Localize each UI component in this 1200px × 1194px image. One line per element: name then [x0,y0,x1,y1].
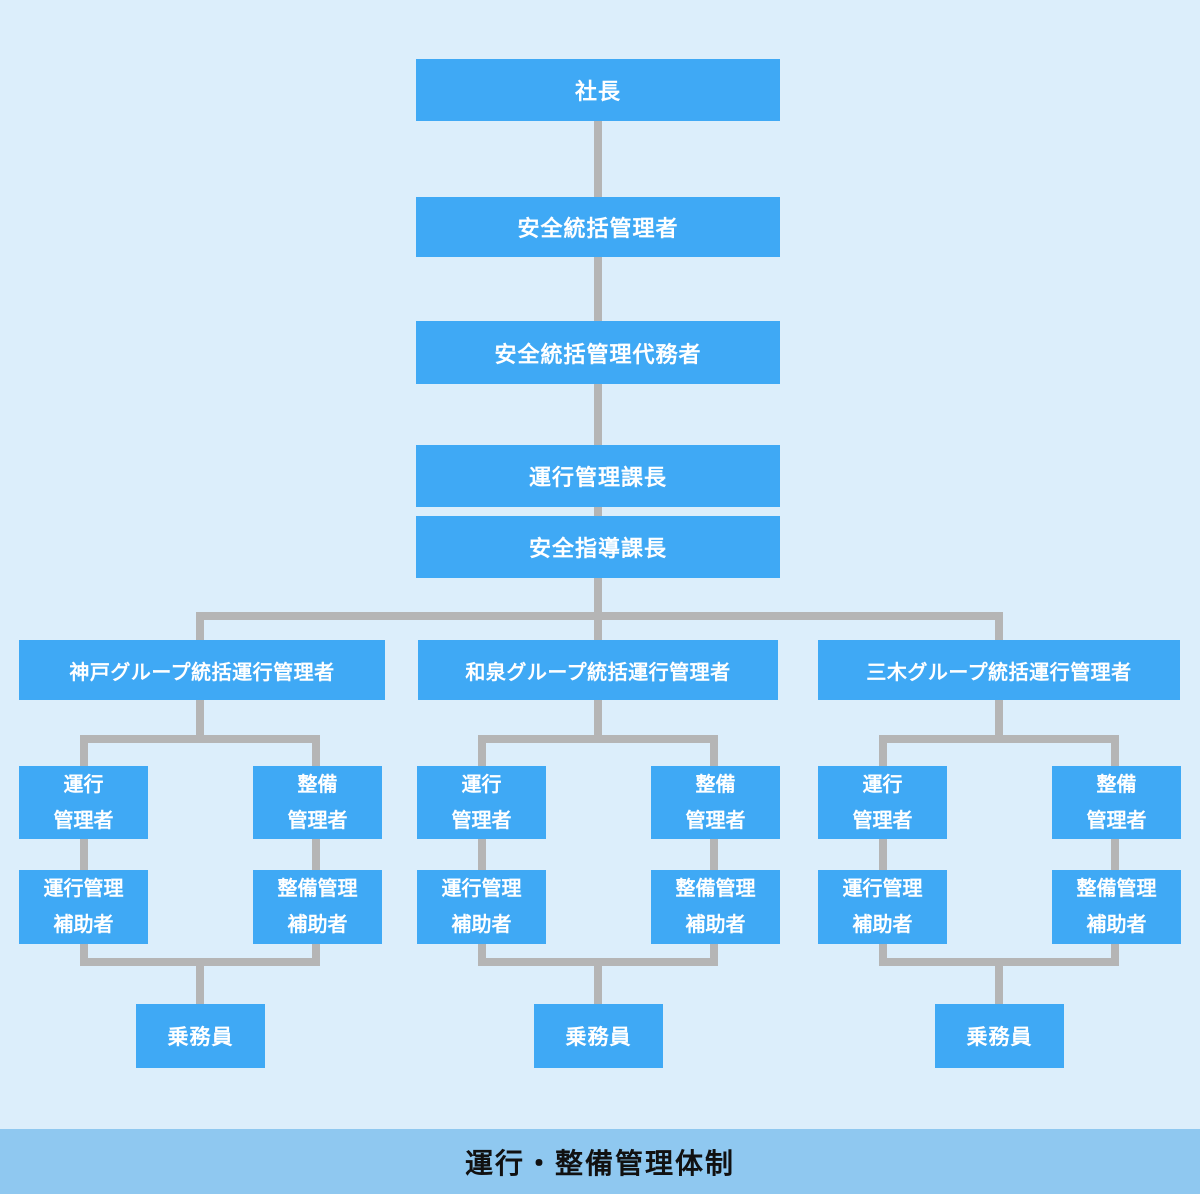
connector-kobe-drop-top [196,612,204,648]
connector-kobe-left-column [80,735,88,966]
connector-izumi-crew-drop [594,958,602,1008]
node-safety-general-manager: 安全統括管理者 [416,197,780,257]
connector-izumi-drop-top [594,612,602,648]
connector-miki-crew-drop [995,958,1003,1008]
connector-izumi-right-column [710,735,718,966]
connector-miki-children-splitter [879,735,1119,743]
connector-kobe-children-splitter [80,735,320,743]
node-safety-guidance-section-chief: 安全指導課長 [416,516,780,578]
node-izumi-maintenance-manager: 整備 管理者 [651,766,780,839]
node-miki-maintenance-manager: 整備 管理者 [1052,766,1181,839]
node-kobe-operation-assistant: 運行管理 補助者 [19,870,148,944]
node-kobe-operation-manager: 運行 管理者 [19,766,148,839]
node-miki-operation-manager: 運行 管理者 [818,766,947,839]
node-izumi-maintenance-assistant: 整備管理 補助者 [651,870,780,944]
node-miki-group-chief-operation-manager: 三木グループ統括運行管理者 [818,640,1180,700]
connector-kobe-right-column [312,735,320,966]
node-kobe-maintenance-assistant: 整備管理 補助者 [253,870,382,944]
node-president: 社長 [416,59,780,121]
node-kobe-group-chief-operation-manager: 神戸グループ統括運行管理者 [19,640,385,700]
connector-izumi-drop-bottom [594,698,602,743]
node-miki-maintenance-assistant: 整備管理 補助者 [1052,870,1181,944]
node-izumi-crew: 乗務員 [534,1004,663,1068]
node-operation-management-section-chief: 運行管理課長 [416,445,780,507]
connector-izumi-children-splitter [478,735,718,743]
connector-miki-drop-top [995,612,1003,648]
node-miki-crew: 乗務員 [935,1004,1064,1068]
connector-miki-left-column [879,735,887,966]
node-kobe-maintenance-manager: 整備 管理者 [253,766,382,839]
node-izumi-operation-assistant: 運行管理 補助者 [417,870,546,944]
connector-miki-right-column [1111,735,1119,966]
connector-kobe-crew-drop [196,958,204,1008]
footer-banner: 運行・整備管理体制 [0,1129,1200,1194]
connector-izumi-left-column [478,735,486,966]
node-miki-operation-assistant: 運行管理 補助者 [818,870,947,944]
node-deputy-safety-general-manager: 安全統括管理代務者 [416,321,780,384]
node-izumi-group-chief-operation-manager: 和泉グループ統括運行管理者 [418,640,778,700]
node-izumi-operation-manager: 運行 管理者 [417,766,546,839]
node-kobe-crew: 乗務員 [136,1004,265,1068]
footer-title: 運行・整備管理体制 [464,1147,735,1179]
connector-kobe-drop-bottom [196,698,204,743]
connector-miki-drop-bottom [995,698,1003,743]
